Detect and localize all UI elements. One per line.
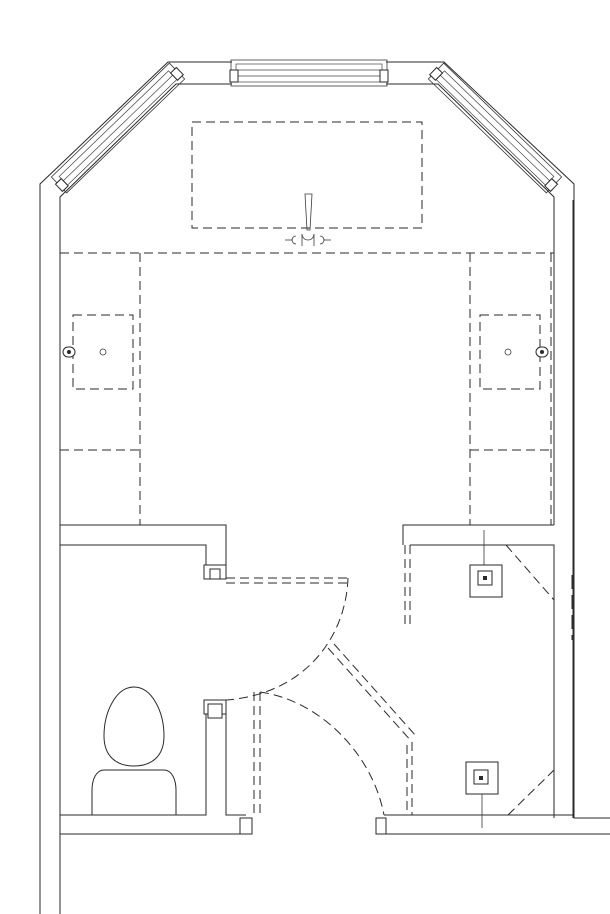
tub-faucet (285, 233, 331, 246)
sink-right (479, 314, 549, 390)
vanity-cabinet-outline (60, 252, 554, 525)
shower-head-upper (469, 530, 503, 598)
toilet (91, 686, 177, 816)
door-jambs (203, 564, 387, 835)
window-left (50, 62, 186, 194)
door-upper (225, 577, 349, 701)
partition-walls (59, 200, 610, 914)
shower-head-lower (465, 761, 499, 828)
door-lower (253, 691, 385, 816)
bathtub (191, 121, 423, 231)
window-top (229, 59, 389, 87)
sink-left (62, 314, 134, 390)
exterior-wall-outer (39, 61, 610, 914)
window-right (427, 62, 563, 194)
shower-glass-partition (327, 545, 417, 815)
exterior-wall-inner (59, 83, 555, 914)
shower-swing-arc (505, 544, 573, 816)
